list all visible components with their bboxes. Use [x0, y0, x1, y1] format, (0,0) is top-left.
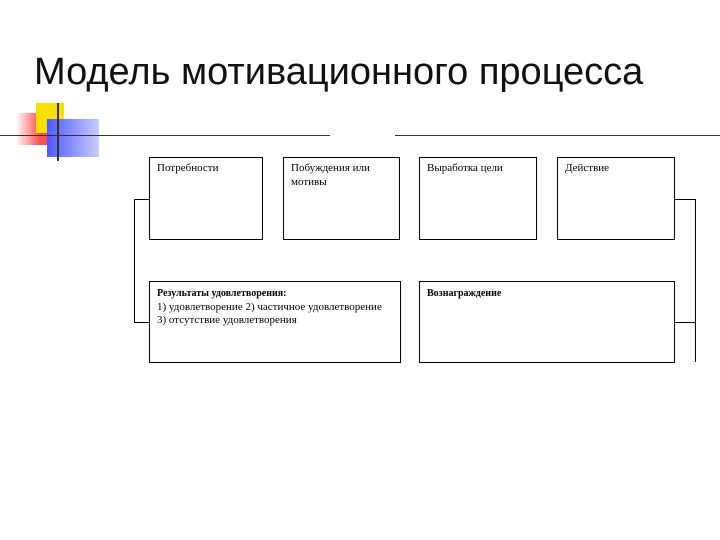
decor-blue-square	[47, 119, 99, 157]
box-action: Действие	[557, 157, 675, 240]
box-reward: Вознаграждение	[419, 281, 675, 363]
slide-title: Модель мотивационного процесса	[34, 51, 644, 93]
connector-right-bottom	[675, 322, 696, 323]
connector-left-top	[134, 199, 149, 200]
box-needs-label: Потребности	[157, 162, 219, 174]
connector-left-vertical	[134, 199, 135, 323]
box-results: Результаты удовлетворения: 1) удовлетвор…	[149, 281, 401, 363]
box-action-label: Действие	[565, 162, 610, 174]
box-reward-label: Вознаграждение	[427, 288, 502, 299]
box-needs: Потребности	[149, 157, 263, 240]
box-goal: Выработка цели	[419, 157, 537, 240]
box-results-title: Результаты удовлетворения:	[157, 288, 287, 299]
box-motives-label: Побуждения или мотивы	[291, 162, 370, 188]
connector-right-vertical	[695, 199, 696, 362]
connector-right-top	[675, 199, 696, 200]
connector-left-bottom	[134, 322, 149, 323]
title-underline-right	[395, 135, 720, 136]
box-goal-label: Выработка цели	[427, 162, 503, 174]
box-motives: Побуждения или мотивы	[283, 157, 400, 240]
title-underline-left	[40, 135, 330, 136]
box-results-text: 1) удовлетворение 2) частичное удовлетво…	[157, 300, 382, 327]
decor-vertical-line	[57, 103, 59, 161]
decor-line-left	[0, 135, 48, 136]
